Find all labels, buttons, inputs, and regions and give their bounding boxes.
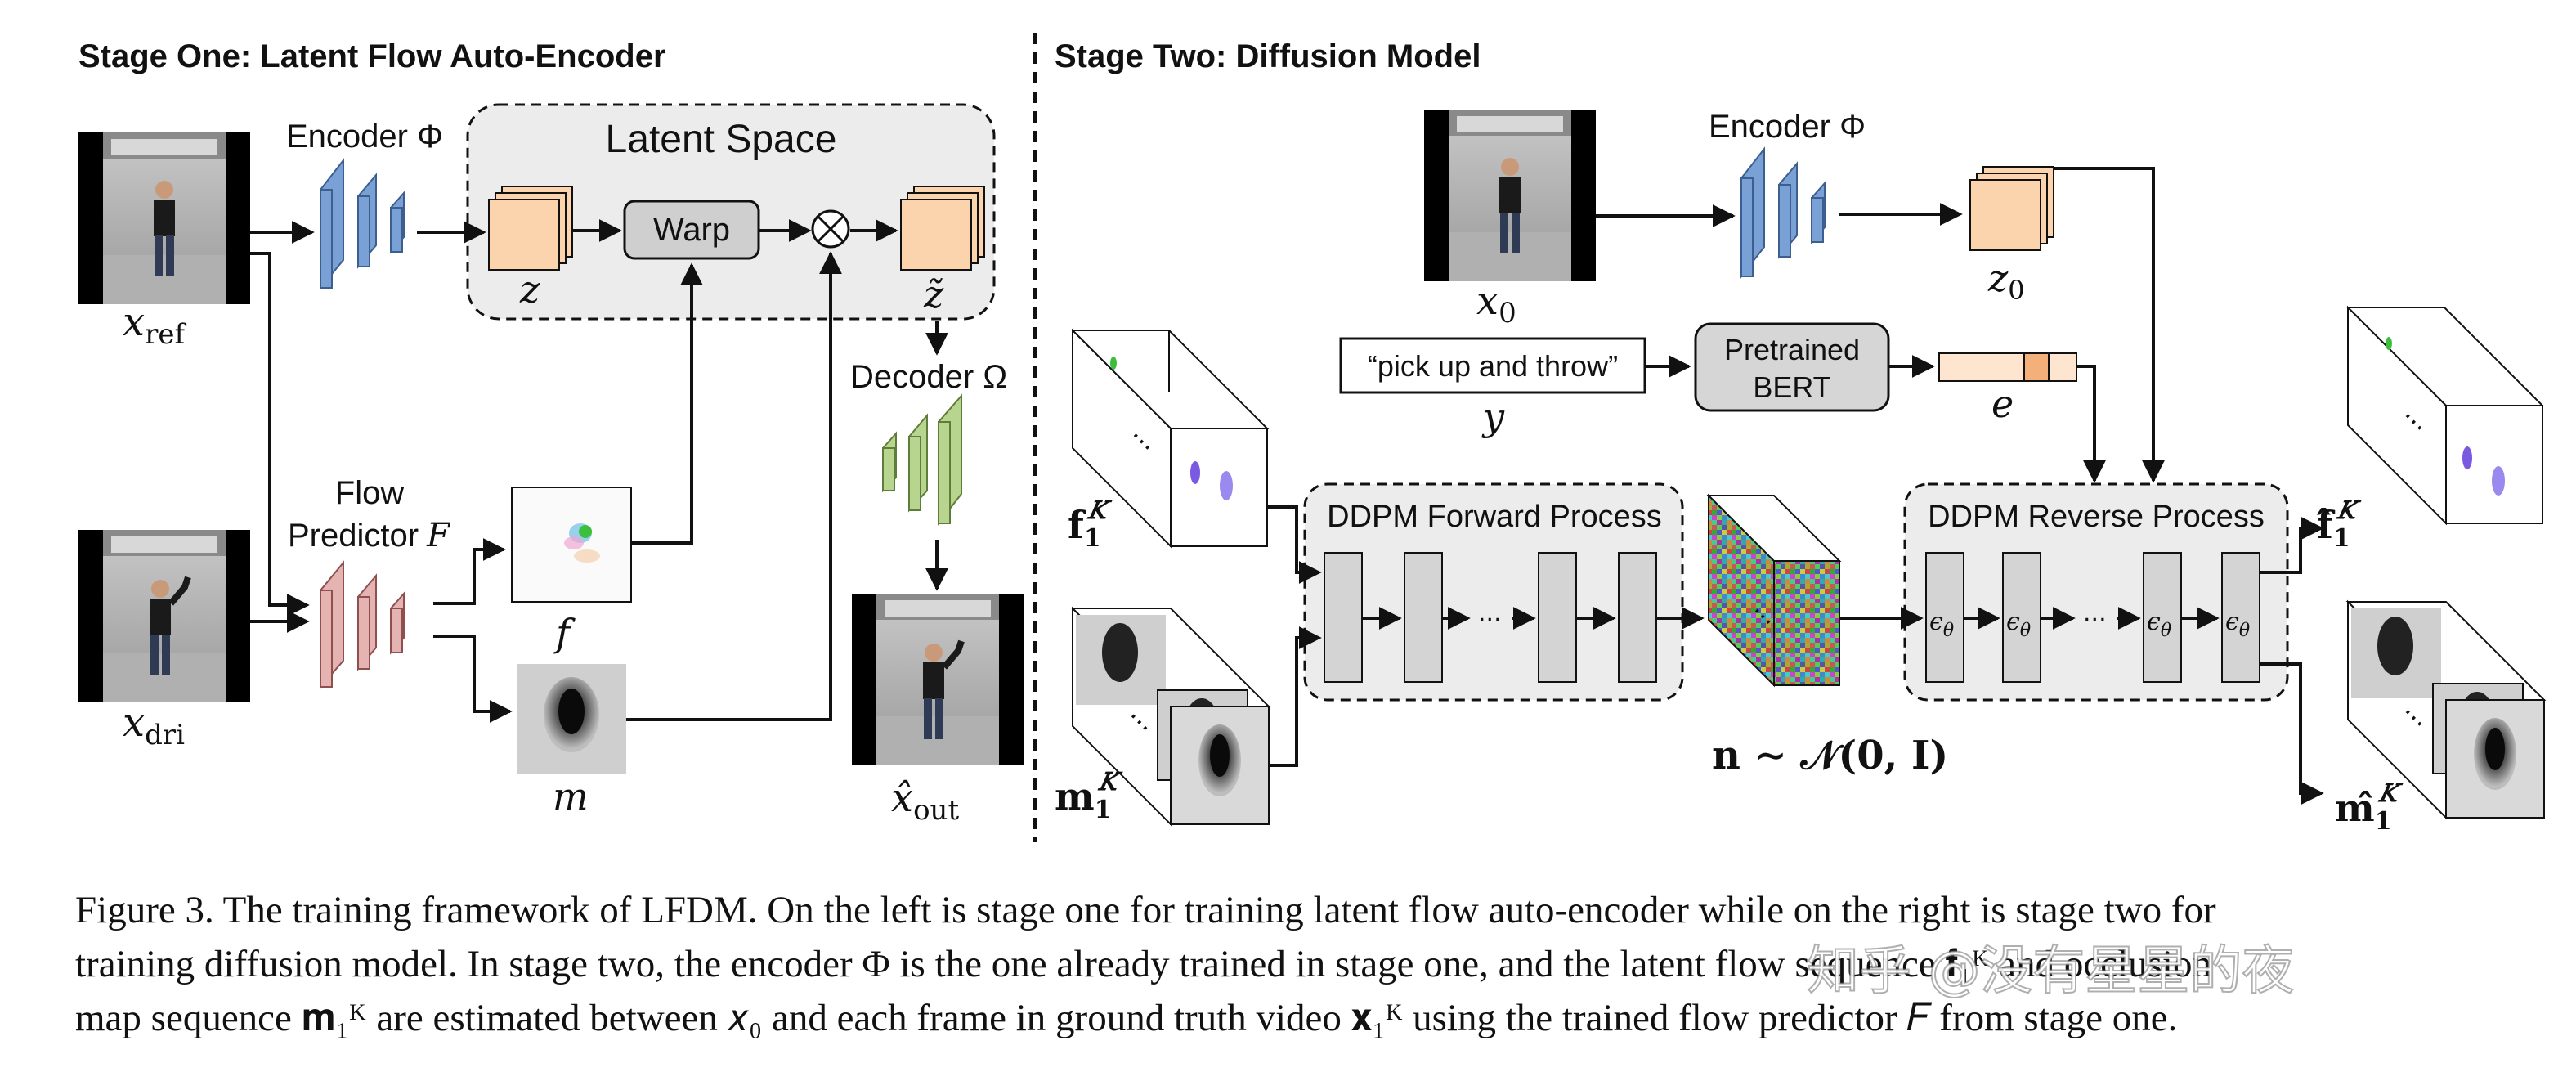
ddpm-reverse-region xyxy=(1903,482,2289,702)
m1k-label: 𝐦1𝐾 xyxy=(1055,768,1124,824)
z-tilde-stack xyxy=(900,186,985,271)
prompt-text: “pick up and throw” xyxy=(1368,349,1618,383)
epsilon-labels: 𝜖𝜃 𝜖𝜃 𝜖𝜃 𝜖𝜃 xyxy=(1929,608,2250,641)
ddpm-reverse-blocks xyxy=(1925,552,2260,683)
m1k-hat-label: 𝐦̂1𝐾 xyxy=(2335,779,2404,836)
x-dri-label: 𝑥dri xyxy=(123,700,185,751)
svg-text:𝜖𝜃: 𝜖𝜃 xyxy=(2006,608,2031,641)
x-dri-frame xyxy=(78,530,250,702)
ddpm-forward-blocks xyxy=(1324,552,1657,683)
encoder-label-stage2: Encoder Φ xyxy=(1709,109,1866,145)
stage2-top-arrows xyxy=(1596,167,2165,483)
f1k-label: 𝐟1𝐾 xyxy=(1068,496,1113,553)
z-latent-stack xyxy=(488,186,573,271)
ddpm-reverse-arrows xyxy=(1839,517,2324,805)
bert-label-2: BERT xyxy=(1753,370,1830,404)
watermark: 知乎 @没有星星的夜 xyxy=(1806,939,2542,1004)
encoder-label-stage1: Encoder Φ xyxy=(286,119,443,155)
caption-line-1: Figure 3. The training framework of LFDM… xyxy=(75,889,2216,931)
forward-dots: ··· xyxy=(1478,606,1502,635)
x0-frame xyxy=(1424,110,1596,281)
f-label: 𝑓 xyxy=(553,611,576,655)
x-out-label: 𝑥̂out xyxy=(891,775,959,827)
occlusion-map xyxy=(517,664,626,774)
reverse-dots: ··· xyxy=(2083,606,2107,635)
z0-latent-stack xyxy=(1969,166,2054,251)
svg-text:𝜖𝜃: 𝜖𝜃 xyxy=(1929,608,1954,641)
ddpm-forward-region xyxy=(1303,482,1684,702)
decoder-label: Decoder Ω xyxy=(850,359,1007,395)
framework-diagram: Stage One: Latent Flow Auto-Encoder 𝑥ref… xyxy=(0,33,2547,842)
noise-volume xyxy=(1706,493,1842,688)
x0-label: 𝑥0 xyxy=(1476,278,1516,330)
warp-label: Warp xyxy=(653,212,730,248)
z-label: 𝑧 xyxy=(519,267,540,312)
watermark-text: 知乎 @没有星星的夜 xyxy=(1806,940,2295,1003)
e-label: 𝑒 xyxy=(1991,382,2014,426)
stage1-flow-arrows xyxy=(250,251,842,723)
occlusion-sequence-output xyxy=(2345,599,2547,820)
multiply-operator xyxy=(811,209,850,249)
e-embedding xyxy=(1938,352,2077,382)
noise-label: 𝐧 ∼ 𝒩(𝟎, 𝐈) xyxy=(1712,733,1948,778)
flow-sequence-output xyxy=(2345,305,2545,526)
flow-image-content xyxy=(564,523,600,563)
figure-caption: Figure 3. The training framework of LFDM… xyxy=(75,883,2552,1045)
occlusion-sequence-input xyxy=(1070,606,1271,827)
x-ref-frame xyxy=(78,132,250,304)
caption-line-2: training diffusion model. In stage two, … xyxy=(75,943,2211,985)
stage-one-title: Stage One: Latent Flow Auto-Encoder xyxy=(78,38,666,74)
svg-text:𝜖𝜃: 𝜖𝜃 xyxy=(2147,608,2171,641)
stage1-top-arrows xyxy=(250,219,948,356)
flow-predictor-block xyxy=(320,560,405,689)
m-label: 𝑚 xyxy=(553,774,589,819)
encoder-block-stage2 xyxy=(1740,146,1826,279)
caption-line-3: map sequence 𝐦₁ᴷ are estimated between 𝑥… xyxy=(75,997,2178,1039)
f1k-hat-label: 𝐟̂1𝐾 xyxy=(2317,496,2363,553)
stage-two-title: Stage Two: Diffusion Model xyxy=(1055,38,1481,74)
flow-predictor-label-1: Flow xyxy=(335,475,405,511)
svg-text:𝜖𝜃: 𝜖𝜃 xyxy=(2225,608,2250,641)
x-ref-label: 𝑥ref xyxy=(123,299,186,351)
ddpm-forward-arrows xyxy=(1267,505,1705,767)
ddpm-reverse-label: DDPM Reverse Process xyxy=(1928,500,2265,534)
y-label: 𝑦 xyxy=(1481,395,1505,439)
bert-label-1: Pretrained xyxy=(1724,333,1860,366)
decoder-block xyxy=(882,393,962,526)
encoder-block-stage1 xyxy=(320,158,405,290)
x-out-frame xyxy=(852,594,1024,765)
z0-label: 𝑧0 xyxy=(1987,256,2025,306)
flow-sequence-input xyxy=(1070,328,1270,549)
ddpm-forward-label: DDPM Forward Process xyxy=(1327,500,1662,534)
z-tilde-label: 𝑧̃ xyxy=(923,272,944,316)
latent-space-label: Latent Space xyxy=(606,118,837,161)
